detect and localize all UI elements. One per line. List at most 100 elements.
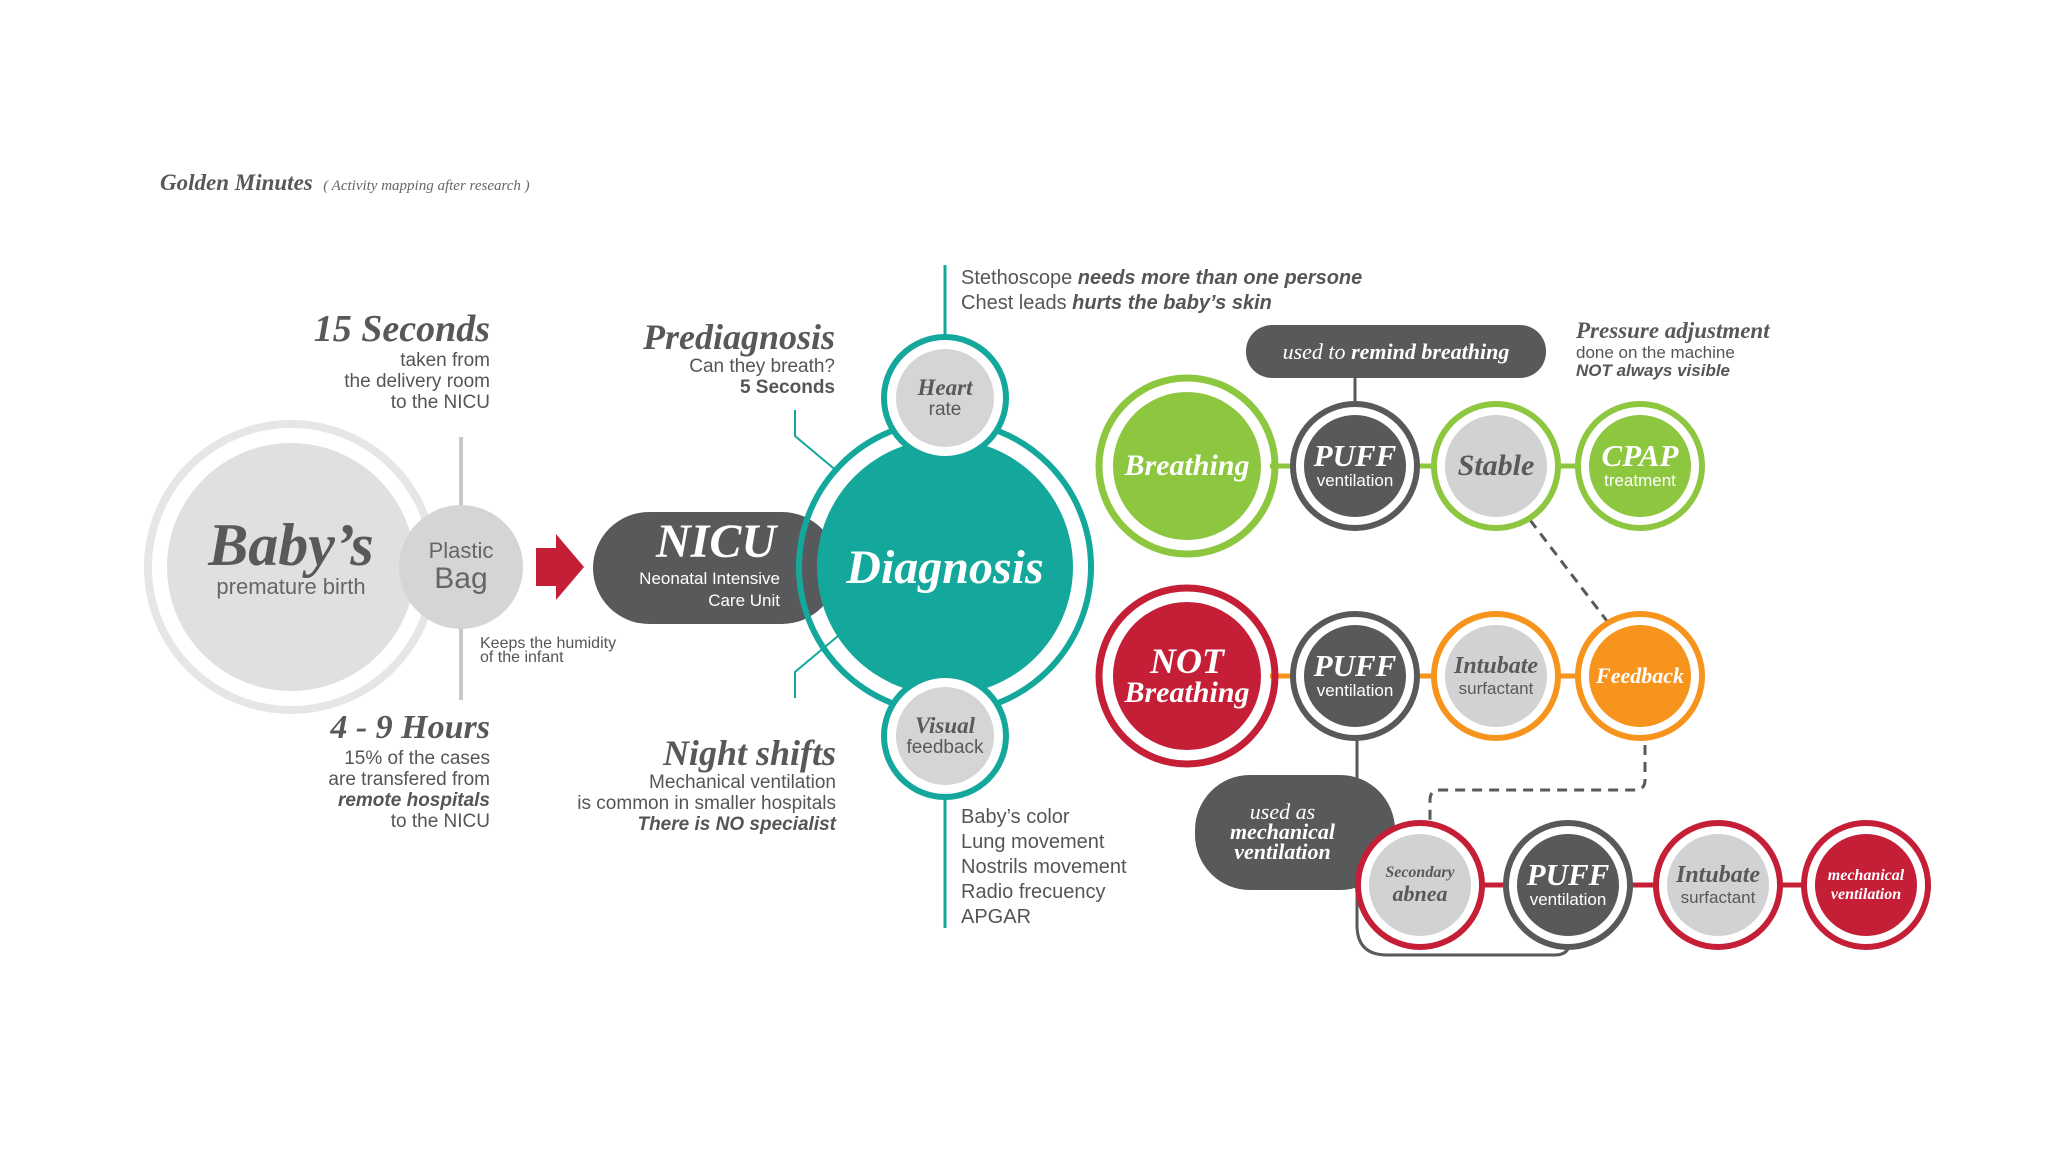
plastic-bag-circle (399, 505, 523, 629)
secondary-line1: Secondary (1385, 864, 1455, 881)
visual-feedback-label: Visual feedback (891, 708, 999, 764)
cpap-label: CPAP treatment (1589, 436, 1691, 496)
stethoscope-line1: Stethoscope needs more than one persone (961, 266, 1362, 291)
baby-label: Baby’s premature birth (167, 505, 415, 610)
puff3-sub: ventilation (1529, 890, 1607, 909)
puff3-title: PUFF (1526, 857, 1610, 892)
breathing-label: Breathing (1124, 449, 1250, 482)
cpap-circle (1589, 415, 1691, 517)
fifteen-seconds-line1: taken from (400, 350, 490, 371)
intubate2-sub: surfactant (1680, 888, 1756, 907)
puff1-circle (1304, 415, 1406, 517)
mech-pill-line1: used as (1249, 799, 1316, 824)
remind-plain: used to (1282, 338, 1352, 364)
heart-rate-line2: rate (928, 399, 962, 420)
fifteen-seconds-title: 15 Seconds (313, 308, 490, 350)
visual-feedback-line1: Visual (914, 713, 976, 738)
header-subtitle: ( Activity mapping after research ) (323, 178, 530, 194)
visual-list: Baby’s color Lung movement Nostrils move… (961, 805, 1127, 930)
remind-pill (1246, 325, 1546, 378)
nicu-line1: Neonatal Intensive (639, 569, 780, 588)
stethoscope-line2-plain: Chest leads (961, 292, 1073, 314)
pressure-title: Pressure adjustment (1576, 318, 1770, 343)
cpap-sub: treatment (1604, 471, 1676, 490)
mech-pill-line2: mechanical (1229, 819, 1336, 844)
prediagnosis-line1: Can they breath? (689, 356, 835, 377)
plastic-bag-note-line1: Keeps the humidity (480, 635, 617, 652)
remind-bold: remind breathing (1351, 338, 1510, 364)
plastic-bag-line1: Plastic (428, 538, 494, 563)
plastic-bag-note-line2: of the infant (480, 649, 564, 666)
not-breathing-ring (1095, 584, 1279, 768)
feedback-circle (1589, 625, 1691, 727)
heart-rate-circle (896, 349, 994, 447)
breathing-ring (1095, 374, 1279, 558)
remind-label: used to remind breathing (1246, 325, 1546, 378)
fifteen-seconds-line2: the delivery room (344, 371, 490, 392)
prediagnosis-title: Prediagnosis (642, 317, 835, 357)
hours-line4: to the NICU (390, 811, 490, 832)
prediagnosis-connector (794, 410, 839, 473)
mech-vent-line2: ventilation (1830, 886, 1902, 903)
intubate2-circle (1667, 834, 1769, 936)
pressure-block: Pressure adjustment done on the machine … (1576, 318, 1770, 380)
header-title: Golden Minutes (160, 170, 313, 195)
cpap-title: CPAP (1601, 438, 1679, 473)
heart-rate-line1: Heart (917, 375, 973, 400)
visual-list-item: Radio frecuency (961, 881, 1106, 903)
mech-vent-line1: mechanical (1827, 867, 1905, 884)
stethoscope-line2: Chest leads hurts the baby’s skin (961, 291, 1362, 316)
prediagnosis-line2: 5 Seconds (739, 377, 835, 398)
hours-title: 4 - 9 Hours (330, 709, 490, 746)
header: Golden Minutes ( Activity mapping after … (160, 170, 530, 196)
mech-pill-line3: ventilation (1234, 839, 1331, 864)
stethoscope-line2-bold: hurts the baby’s skin (1072, 292, 1272, 314)
puff1-label: PUFF ventilation (1304, 436, 1406, 496)
nicu-label: NICU Neonatal Intensive Care Unit (600, 516, 780, 612)
intubate1-label: Intubate surfactant (1445, 648, 1547, 704)
secondary-circle (1369, 834, 1471, 936)
not-breathing-circle (1113, 602, 1261, 750)
visual-list-item: Lung movement (961, 831, 1105, 853)
plastic-bag-note: Keeps the humidity of the infant (480, 635, 617, 666)
hours-line2: are transfered from (328, 769, 490, 790)
mech-vent-label: mechanical ventilation (1815, 864, 1917, 906)
nicu-line2: Care Unit (708, 591, 780, 610)
mech-pill (1195, 775, 1395, 890)
pressure-line1: done on the machine (1576, 343, 1735, 362)
hours-line3: remote hospitals (337, 790, 490, 811)
not-breathing-label: NOT Breathing (1113, 640, 1261, 712)
night-shifts-line3: There is NO specialist (637, 814, 836, 835)
intubate1-sub: surfactant (1458, 679, 1534, 698)
stable-feedback-dash (1528, 519, 1612, 626)
visual-feedback-line2: feedback (906, 737, 984, 758)
puff1-title: PUFF (1313, 438, 1397, 473)
feedback-label: Feedback (1596, 663, 1684, 688)
prediagnosis-block: Prediagnosis Can they breath? 5 Seconds (580, 318, 835, 398)
fifteen-seconds-line3: to the NICU (390, 392, 490, 413)
not-breathing-line2: Breathing (1124, 676, 1250, 709)
night-shifts-line2: is common in smaller hospitals (577, 793, 836, 814)
fifteen-seconds-block: 15 Seconds taken from the delivery room … (250, 308, 490, 413)
mech-pill-label: used as mechanical ventilation (1195, 782, 1370, 882)
plastic-bag-line2: Bag (434, 562, 488, 595)
breathing-circle (1113, 392, 1261, 540)
intubate2-label: Intubate surfactant (1667, 857, 1769, 913)
visual-list-item: Baby’s color (961, 806, 1070, 828)
secondary-line2: abnea (1392, 881, 1448, 906)
stethoscope-block: Stethoscope needs more than one persone … (961, 266, 1362, 316)
mech-vent-circle (1815, 834, 1917, 936)
visual-list-item: APGAR (961, 906, 1032, 928)
not-breathing-line1: NOT (1150, 641, 1224, 681)
puff2-circle (1304, 625, 1406, 727)
intubate1-title: Intubate (1453, 653, 1539, 679)
puff1-sub: ventilation (1316, 471, 1394, 490)
baby-subtitle: premature birth (216, 573, 366, 599)
plastic-bag-label: Plastic Bag (399, 530, 523, 604)
arrow-right-icon (536, 534, 584, 600)
night-shifts-line1: Mechanical ventilation (649, 772, 836, 793)
baby-title: Baby’s (208, 511, 374, 578)
intubate2-title: Intubate (1675, 862, 1761, 888)
intubate1-circle (1445, 625, 1547, 727)
